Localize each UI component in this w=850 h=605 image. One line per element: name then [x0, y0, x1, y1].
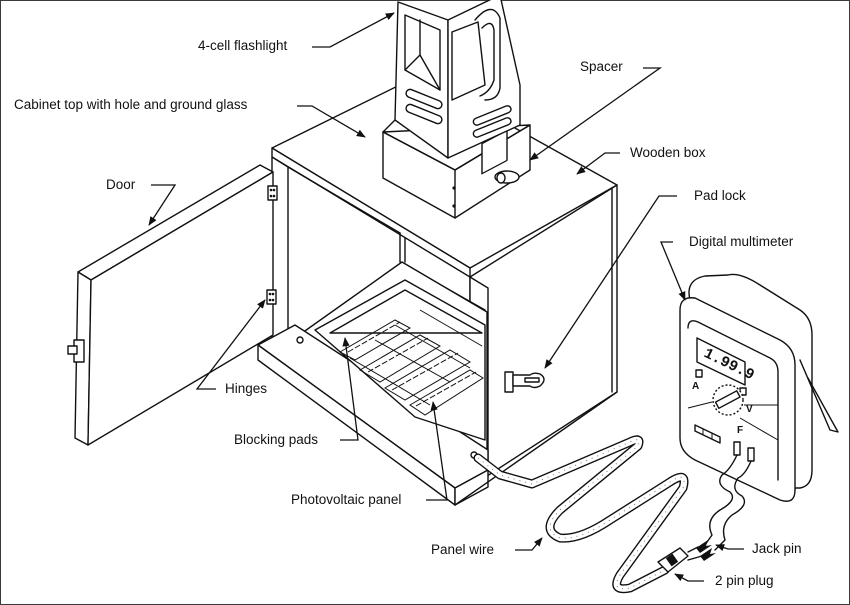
label-pad-lock: Pad lock — [544, 188, 746, 369]
hinge-lower — [266, 289, 277, 305]
svg-text:Spacer: Spacer — [580, 59, 623, 74]
label-door: Door — [106, 177, 177, 226]
lcd-display — [696, 337, 746, 386]
svg-text:Wooden box: Wooden box — [630, 145, 706, 160]
label-wooden-box: Wooden box — [576, 145, 706, 175]
hinge-upper — [267, 185, 278, 201]
svg-text:Digital multimeter: Digital multimeter — [689, 234, 794, 249]
meter-leads — [704, 454, 752, 551]
digital-multimeter: 1.99.9 A V F — [679, 273, 839, 502]
svg-text:Jack pin: Jack pin — [752, 541, 802, 556]
label-two-pin-plug: 2 pin plug — [674, 573, 774, 588]
pad-lock — [504, 371, 545, 393]
svg-text:Cabinet top with hole and grou: Cabinet top with hole and ground glass — [14, 97, 248, 112]
svg-text:Panel wire: Panel wire — [431, 542, 494, 557]
two-pin-plug — [657, 547, 689, 573]
jack-pins — [687, 540, 716, 561]
svg-text:2 pin plug: 2 pin plug — [715, 573, 774, 588]
dial-mark-farads: F — [737, 425, 743, 436]
label-jack-pin: Jack pin — [715, 541, 802, 556]
label-panel-wire: Panel wire — [431, 537, 543, 557]
spacer — [382, 124, 531, 219]
label-cabinet-top: Cabinet top with hole and ground glass — [14, 97, 366, 138]
dial-mark-volts: V — [746, 404, 753, 415]
label-digital-multimeter: Digital multimeter — [660, 234, 794, 301]
flashlight — [382, 0, 521, 159]
label-flashlight: 4-cell flashlight — [198, 12, 395, 53]
label-photovoltaic-panel: Photovoltaic panel — [291, 401, 448, 507]
input-jack[interactable] — [747, 447, 755, 462]
svg-text:Door: Door — [106, 177, 136, 192]
label-blocking-pads: Blocking pads — [234, 337, 359, 447]
dial-mark-amps: A — [692, 381, 699, 392]
svg-text:Photovoltaic panel: Photovoltaic panel — [291, 492, 401, 507]
label-hinges: Hinges — [195, 299, 267, 396]
svg-text:Pad lock: Pad lock — [694, 188, 746, 203]
photovoltaic-panel — [314, 279, 486, 441]
door — [67, 164, 274, 446]
input-jack[interactable] — [733, 441, 741, 456]
svg-text:Hinges: Hinges — [225, 381, 267, 396]
panel-wire — [473, 435, 689, 594]
svg-text:4-cell flashlight: 4-cell flashlight — [198, 38, 288, 53]
label-spacer: Spacer — [529, 59, 663, 161]
svg-text:Blocking pads: Blocking pads — [234, 432, 318, 447]
